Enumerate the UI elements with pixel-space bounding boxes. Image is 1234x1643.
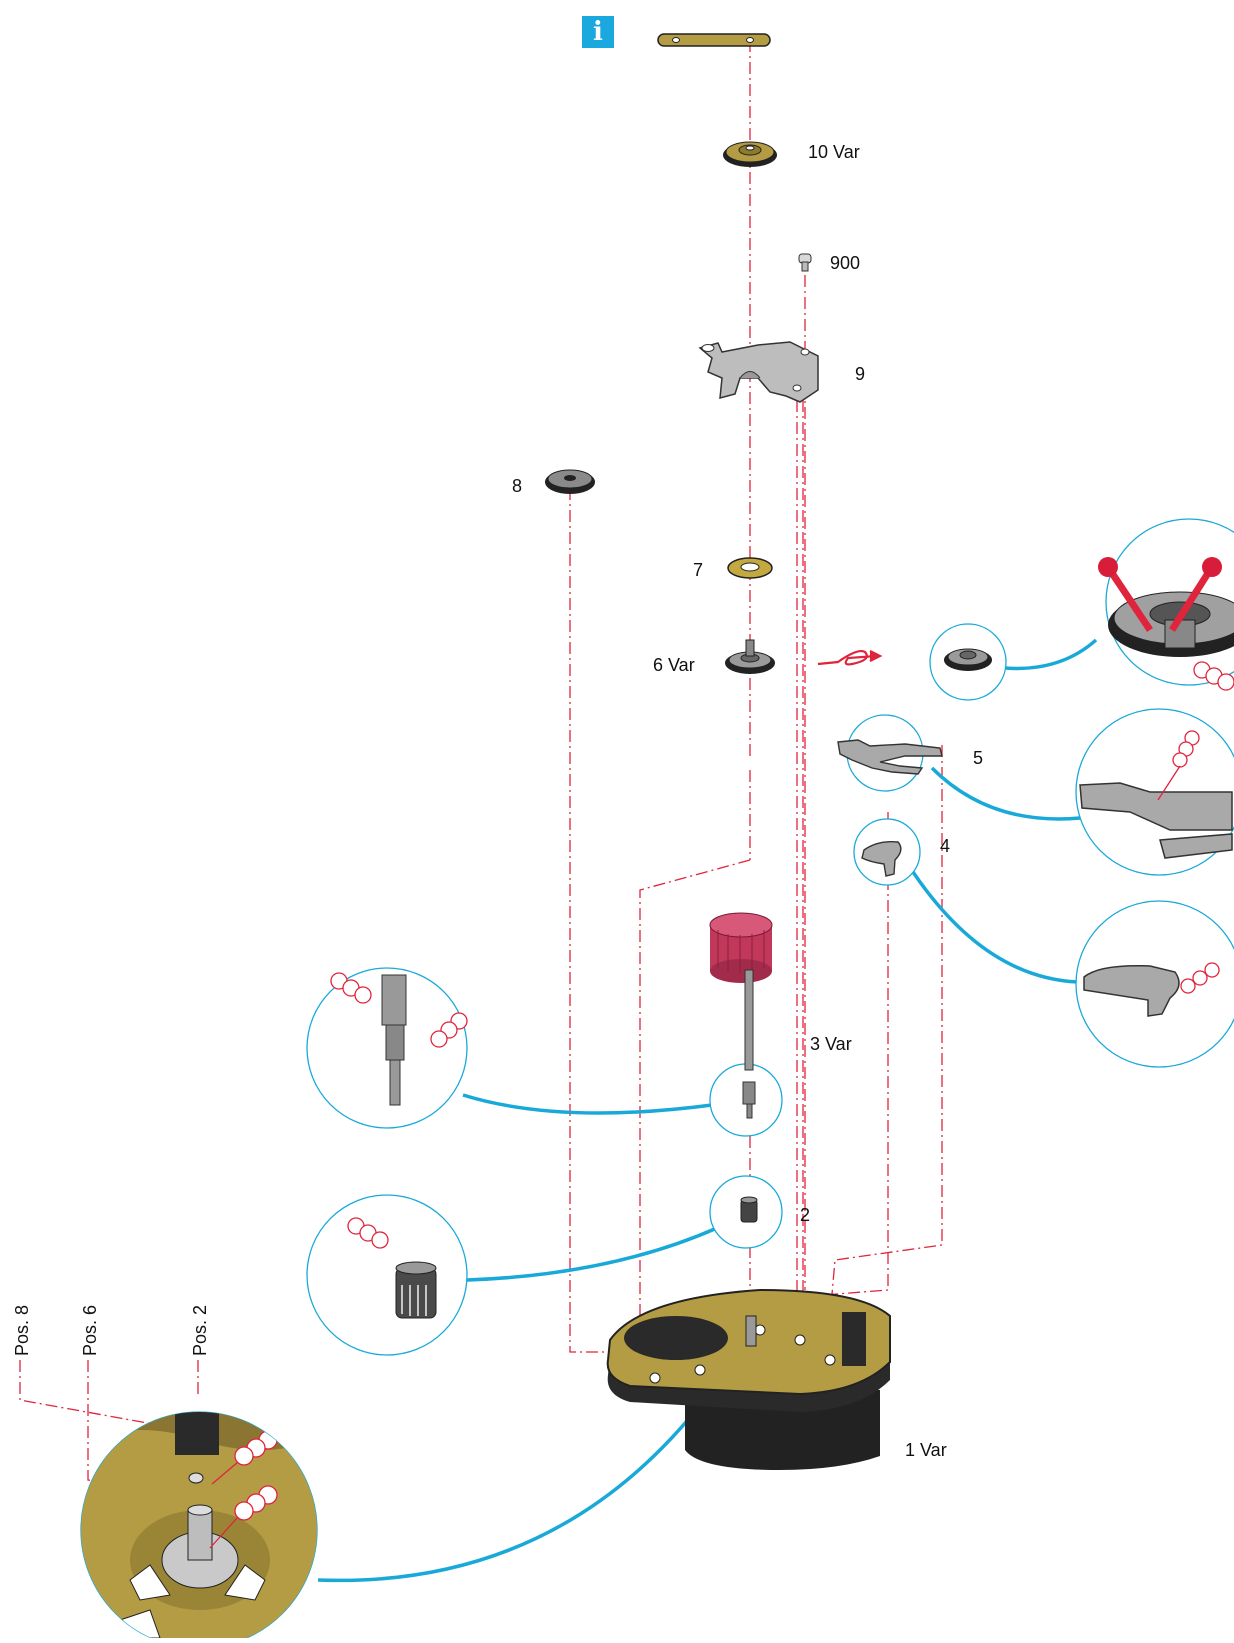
- wheel-6-part: [725, 639, 775, 674]
- washer-7-part: [727, 557, 773, 579]
- bridge-bar-part: [657, 33, 771, 47]
- part-label-2: 2: [800, 1205, 811, 1225]
- part-label-900: 900: [830, 253, 861, 273]
- rotation-arrow-icon: [817, 650, 883, 666]
- part-4: [861, 840, 902, 877]
- movement-zoom: [81, 1412, 317, 1643]
- wheel-lubrication-zoom: [1098, 557, 1234, 691]
- movement-base-1-part: [606, 1288, 891, 1470]
- gear-8-part: [545, 469, 595, 494]
- pinion-zoom: [347, 1217, 437, 1319]
- wheel-6-zoom: [944, 648, 992, 671]
- part-label-9: 9: [855, 364, 866, 384]
- position-label-6: Pos. 6: [80, 1304, 100, 1356]
- position-label-8: Pos. 8: [12, 1304, 32, 1356]
- part-label-1: 1 Var: [905, 1440, 947, 1460]
- part-4-zoom: [1083, 962, 1220, 1017]
- part-label-3: 3 Var: [810, 1034, 852, 1054]
- position-label-2: Pos. 2: [190, 1304, 210, 1356]
- part-label-7: 7: [693, 560, 704, 580]
- part-label-4: 4: [940, 836, 951, 856]
- part-label-8: 8: [512, 476, 523, 496]
- info-button[interactable]: i: [582, 16, 614, 48]
- crown-stem-3-part: [709, 912, 773, 1119]
- part-label-5: 5: [973, 748, 984, 768]
- stem-zoom: [330, 972, 468, 1106]
- lever-lubrication-zoom: [1079, 730, 1233, 859]
- lever-5-part: [837, 739, 943, 775]
- bridge-9-part: [698, 341, 819, 403]
- part-label-10: 10 Var: [808, 142, 860, 162]
- part-label-6: 6 Var: [653, 655, 695, 675]
- pinion-2-part: [740, 1196, 758, 1223]
- gear-10-part: [723, 141, 777, 167]
- screw-900-part: [798, 253, 812, 272]
